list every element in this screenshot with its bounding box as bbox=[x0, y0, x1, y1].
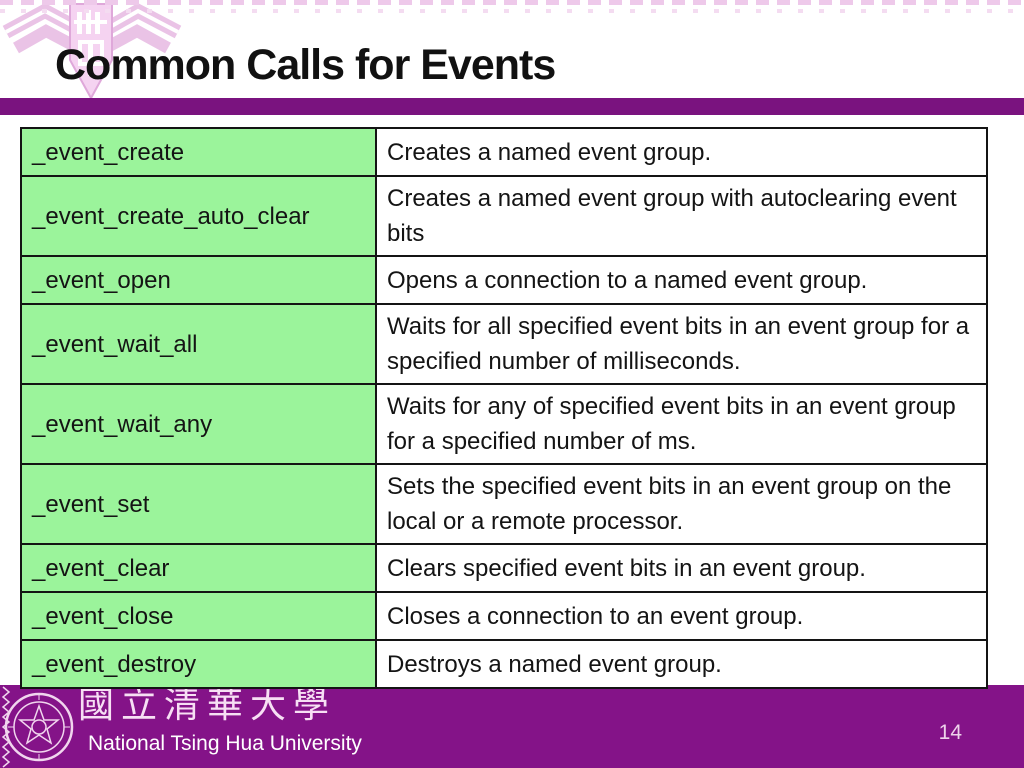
event-description-cell: Creates a named event group. bbox=[377, 129, 986, 175]
top-dotted-border bbox=[0, 9, 1024, 13]
event-call-cell: _event_close bbox=[22, 593, 377, 639]
event-call-cell: _event_wait_all bbox=[22, 305, 377, 383]
event-description-cell: Destroys a named event group. bbox=[377, 641, 986, 687]
event-description-cell: Opens a connection to a named event grou… bbox=[377, 257, 986, 303]
event-description-cell: Sets the specified event bits in an even… bbox=[377, 465, 986, 543]
event-description-cell: Creates a named event group with autocle… bbox=[377, 177, 986, 255]
university-name-chinese: 國立清華大學 bbox=[78, 685, 337, 726]
event-call-cell: _event_destroy bbox=[22, 641, 377, 687]
title-accent-bar bbox=[0, 98, 1024, 115]
event-description-cell: Waits for all specified event bits in an… bbox=[377, 305, 986, 383]
event-call-cell: _event_open bbox=[22, 257, 377, 303]
event-description-cell: Closes a connection to an event group. bbox=[377, 593, 986, 639]
event-call-cell: _event_set bbox=[22, 465, 377, 543]
event-description-cell: Clears specified event bits in an event … bbox=[377, 545, 986, 591]
page-title: Common Calls for Events bbox=[55, 41, 556, 89]
university-seal-icon bbox=[4, 692, 74, 762]
event-call-cell: _event_wait_any bbox=[22, 385, 377, 463]
seal-edge-zigzag-icon bbox=[1, 686, 11, 768]
footer: 國立清華大學 National Tsing Hua University 14 bbox=[0, 685, 1024, 768]
page-number: 14 bbox=[938, 721, 962, 744]
event-call-cell: _event_create_auto_clear bbox=[22, 177, 377, 255]
top-dashed-border bbox=[0, 0, 1024, 5]
university-name-english: National Tsing Hua University bbox=[88, 732, 362, 755]
event-call-cell: _event_create bbox=[22, 129, 377, 175]
event-description-cell: Waits for any of specified event bits in… bbox=[377, 385, 986, 463]
event-call-cell: _event_clear bbox=[22, 545, 377, 591]
nthu-emblem-watermark-icon bbox=[2, 3, 182, 101]
